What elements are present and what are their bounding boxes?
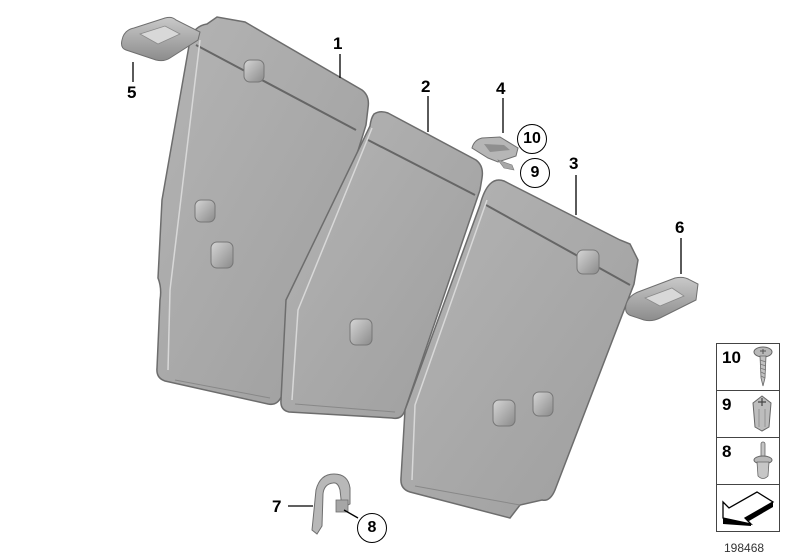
backrest-panel-center [280,110,484,420]
legend-label: 9 [722,395,732,414]
callout-7: 7 [272,497,282,516]
cover-cap-left [121,16,201,62]
reference-number: 198468 [724,541,765,555]
callout-6: 6 [675,218,685,237]
legend-item-rivet: 8 [716,437,780,485]
circled-callout-8: 8 [357,513,387,543]
screw-icon [753,346,773,387]
circled-callout-9: 9 [520,158,550,188]
legend-label: 10 [722,348,741,367]
center-clip [471,136,519,171]
direction-arrow-icon [722,491,775,526]
callout-1: 1 [333,34,343,53]
fastener-legend: 10 9 8 [716,343,780,532]
cover-cap-right [625,276,699,322]
rivet-icon [753,441,773,479]
backrest-panel-right [400,179,639,519]
legend-label: 8 [722,442,732,461]
circled-callout-10: 10 [517,124,547,154]
legend-item-direction [716,484,780,532]
callout-5: 5 [127,83,137,102]
callout-2: 2 [421,77,431,96]
bracket [311,473,351,535]
legend-item-screw: 10 [716,343,780,391]
expanding-nut-icon [752,395,772,432]
callout-3: 3 [569,154,579,173]
callout-4: 4 [496,79,506,98]
legend-item-expanding-nut: 9 [716,390,780,438]
leader-lines [132,54,682,519]
